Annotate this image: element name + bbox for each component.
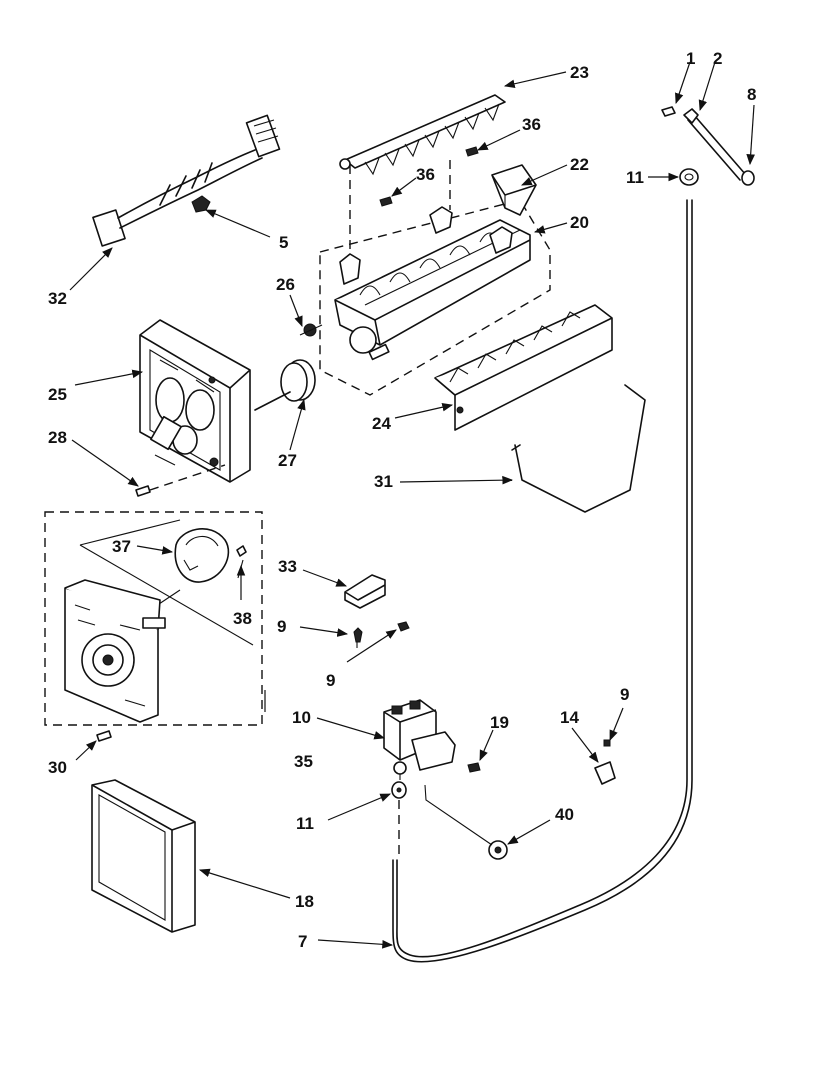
callout-36-lower: 36: [416, 165, 435, 184]
clip-part-14: [594, 739, 616, 785]
tube-part-2: [683, 108, 747, 181]
stripper-part-24: [434, 304, 613, 431]
callout-11-lower: 11: [296, 814, 314, 833]
cover-part-18: [91, 779, 196, 933]
callout-19: 19: [490, 713, 509, 732]
water-valve-part-10: [383, 699, 456, 780]
callout-38: 38: [233, 609, 252, 628]
callout-7: 7: [298, 932, 307, 951]
callout-32: 32: [48, 289, 67, 308]
shutoff-arm-part-31: [511, 384, 646, 513]
callout-36-upper: 36: [522, 115, 541, 134]
callout-37: 37: [112, 537, 131, 556]
callout-28: 28: [48, 428, 67, 447]
callout-35: 35: [294, 752, 313, 771]
nut-part-40: [424, 784, 508, 860]
callout-14: 14: [560, 708, 579, 727]
leader-lines: [69, 61, 755, 949]
housing-part-25: [139, 319, 251, 483]
nut-part-8: [741, 170, 755, 186]
callout-26: 26: [276, 275, 295, 294]
screw-part-30: [96, 730, 112, 742]
callout-31: 31: [374, 472, 393, 491]
callout-9-right: 9: [620, 685, 629, 704]
fitting-part-1: [661, 106, 676, 117]
callout-20: 20: [570, 213, 589, 232]
screw-part-19: [467, 762, 481, 773]
callout-22: 22: [570, 155, 589, 174]
callout-23: 23: [570, 63, 589, 82]
callout-25: 25: [48, 385, 67, 404]
callout-1: 1: [686, 49, 695, 68]
wire-harness-part-32: [92, 114, 281, 247]
nut-part-11-upper: [679, 168, 699, 186]
control-module-part-35: [44, 511, 263, 726]
water-tube-part-7: [392, 199, 693, 963]
ice-mold-part-20: [319, 160, 551, 396]
callout-27: 27: [278, 451, 297, 470]
callout-18: 18: [295, 892, 314, 911]
screw-part-28: [135, 464, 226, 497]
callout-8: 8: [747, 85, 756, 104]
callout-11-upper: 11: [626, 168, 644, 187]
callout-24: 24: [372, 414, 391, 433]
motor-part-27: [254, 323, 323, 411]
callout-40: 40: [555, 805, 574, 824]
callout-5: 5: [279, 233, 288, 252]
callout-30: 30: [48, 758, 67, 777]
callout-labels: 1 2 8 11 23 36 36 22 20 5 32 26 25 28 27…: [48, 49, 756, 951]
callout-9-middle: 9: [326, 671, 335, 690]
callout-33: 33: [278, 557, 297, 576]
bracket-part-33: [344, 574, 410, 648]
cup-part-22: [491, 164, 537, 216]
callout-2: 2: [713, 49, 722, 68]
screw-part-36: [379, 146, 479, 207]
callout-10: 10: [292, 708, 311, 727]
callout-9-left: 9: [277, 617, 286, 636]
ejector-part-23: [339, 94, 506, 176]
nut-part-11-lower: [391, 781, 407, 799]
